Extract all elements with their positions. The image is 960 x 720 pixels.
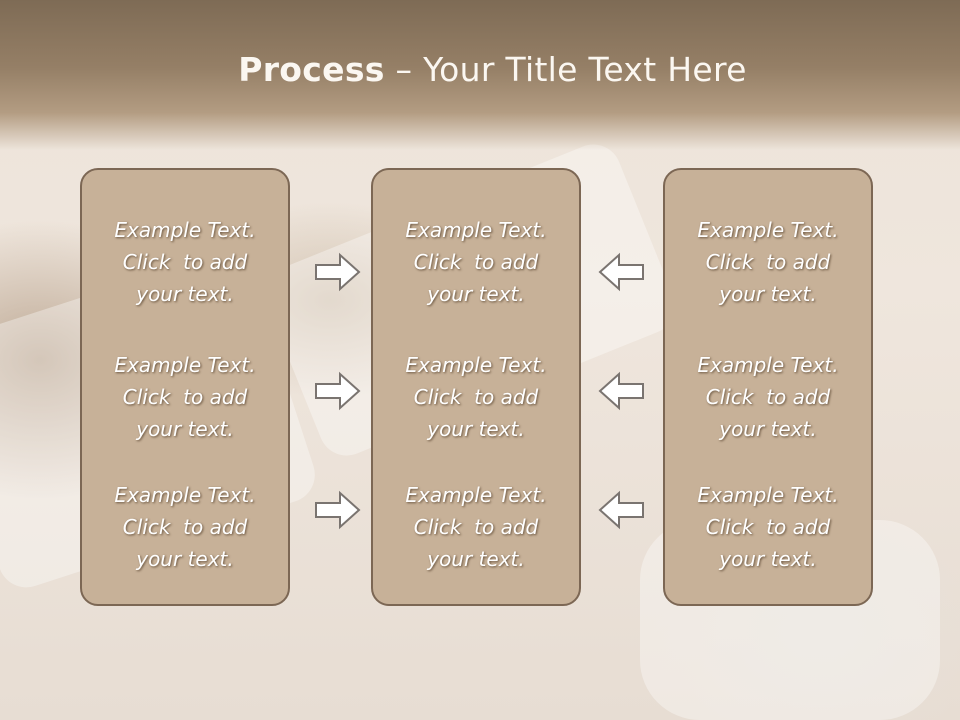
text-panel-left[interactable]: Example Text. Click to add your text. Ex… bbox=[80, 168, 290, 606]
text-line: your text. bbox=[427, 417, 525, 441]
text-block[interactable]: Example Text. Click to add your text. bbox=[373, 214, 579, 310]
right-arrow-icon[interactable] bbox=[314, 252, 362, 292]
text-line: Click to add bbox=[122, 385, 248, 409]
text-line: Example Text. bbox=[114, 218, 256, 242]
right-arrow-icon[interactable] bbox=[314, 371, 362, 411]
right-arrow-icon[interactable] bbox=[314, 490, 362, 530]
text-line: Example Text. bbox=[697, 483, 839, 507]
text-line: Example Text. bbox=[405, 353, 547, 377]
text-line: your text. bbox=[719, 417, 817, 441]
text-line: Example Text. bbox=[405, 218, 547, 242]
text-line: Click to add bbox=[705, 385, 831, 409]
text-block[interactable]: Example Text. Click to add your text. bbox=[373, 349, 579, 445]
left-arrow-icon[interactable] bbox=[597, 371, 645, 411]
text-line: Click to add bbox=[705, 250, 831, 274]
left-arrow-icon[interactable] bbox=[597, 252, 645, 292]
text-line: Example Text. bbox=[405, 483, 547, 507]
text-line: your text. bbox=[136, 417, 234, 441]
text-block[interactable]: Example Text. Click to add your text. bbox=[665, 349, 871, 445]
text-block[interactable]: Example Text. Click to add your text. bbox=[82, 214, 288, 310]
text-line: Example Text. bbox=[114, 353, 256, 377]
text-line: Click to add bbox=[705, 515, 831, 539]
title-bold-text: Process bbox=[238, 50, 385, 89]
text-line: your text. bbox=[136, 282, 234, 306]
text-panel-center[interactable]: Example Text. Click to add your text. Ex… bbox=[371, 168, 581, 606]
text-line: your text. bbox=[719, 282, 817, 306]
title-rest-text: – Your Title Text Here bbox=[384, 50, 747, 89]
text-line: your text. bbox=[719, 547, 817, 571]
text-block[interactable]: Example Text. Click to add your text. bbox=[665, 214, 871, 310]
text-line: your text. bbox=[136, 547, 234, 571]
text-line: Click to add bbox=[122, 515, 248, 539]
slide-title[interactable]: Process – Your Title Text Here bbox=[0, 50, 960, 89]
text-line: Example Text. bbox=[114, 483, 256, 507]
text-line: your text. bbox=[427, 547, 525, 571]
text-panel-right[interactable]: Example Text. Click to add your text. Ex… bbox=[663, 168, 873, 606]
text-block[interactable]: Example Text. Click to add your text. bbox=[373, 479, 579, 575]
text-line: Example Text. bbox=[697, 218, 839, 242]
text-line: Click to add bbox=[413, 250, 539, 274]
text-block[interactable]: Example Text. Click to add your text. bbox=[82, 479, 288, 575]
text-line: Example Text. bbox=[697, 353, 839, 377]
text-line: Click to add bbox=[122, 250, 248, 274]
title-bar bbox=[0, 0, 960, 150]
text-block[interactable]: Example Text. Click to add your text. bbox=[82, 349, 288, 445]
text-line: your text. bbox=[427, 282, 525, 306]
text-block[interactable]: Example Text. Click to add your text. bbox=[665, 479, 871, 575]
left-arrow-icon[interactable] bbox=[597, 490, 645, 530]
text-line: Click to add bbox=[413, 515, 539, 539]
text-line: Click to add bbox=[413, 385, 539, 409]
